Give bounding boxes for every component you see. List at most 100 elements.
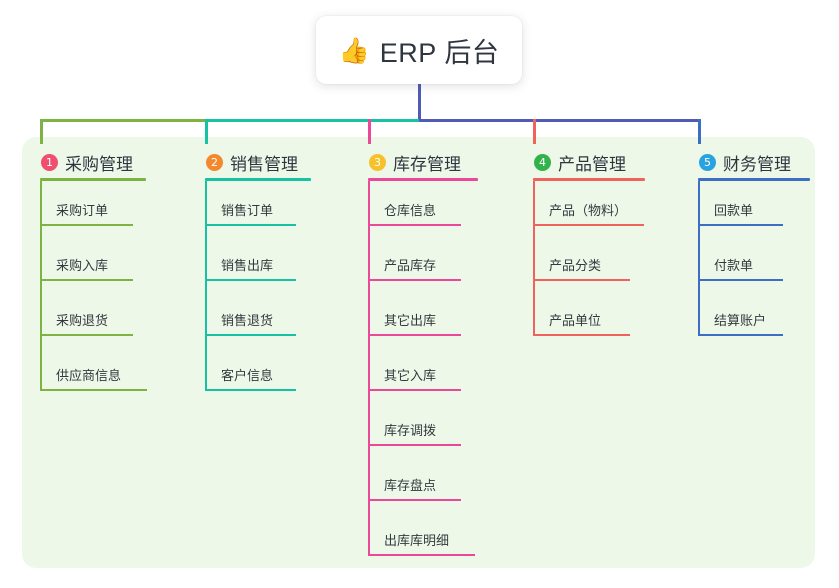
leaf-rule [40, 224, 133, 226]
leaf-item[interactable]: 采购退货 [40, 310, 133, 336]
branch-header-3[interactable]: 3 库存管理 [369, 150, 461, 175]
branch-drop-line-2 [205, 119, 208, 144]
leaf-rule [533, 279, 630, 281]
leaf-item[interactable]: 库存盘点 [368, 475, 461, 501]
leaf-rule [40, 279, 133, 281]
branch-header-rule-1 [40, 178, 146, 181]
branch-header-2[interactable]: 2 销售管理 [206, 150, 298, 175]
branch-drop-line-3 [368, 119, 371, 144]
branch-header-rule-5 [698, 178, 810, 181]
leaf-item[interactable]: 仓库信息 [368, 200, 461, 226]
branch-title-1: 采购管理 [65, 155, 133, 174]
leaf-rule [368, 499, 461, 501]
leaf-label: 仓库信息 [384, 203, 437, 218]
leaf-item[interactable]: 销售出库 [205, 255, 296, 281]
leaf-label: 回款单 [714, 203, 754, 218]
root-title: ERP 后台 [379, 37, 500, 68]
branch-header-1[interactable]: 1 采购管理 [41, 150, 133, 175]
leaf-item[interactable]: 其它入库 [368, 365, 461, 391]
leaf-rule [40, 389, 147, 391]
leaf-rule [698, 224, 783, 226]
leaf-item[interactable]: 回款单 [698, 200, 783, 226]
leaf-item[interactable]: 产品库存 [368, 255, 461, 281]
leaf-item[interactable]: 采购订单 [40, 200, 133, 226]
branch-header-rule-2 [205, 178, 311, 181]
leaf-label: 库存盘点 [384, 478, 437, 493]
leaf-item[interactable]: 库存调拨 [368, 420, 461, 446]
leaf-rule [368, 334, 461, 336]
branch-badge-4: 4 [534, 154, 551, 171]
leaf-rule [368, 389, 461, 391]
thumbs-up-icon: 👍 [338, 35, 370, 65]
leaf-item[interactable]: 出库库明细 [368, 530, 475, 556]
leaf-label: 产品库存 [384, 258, 437, 273]
leaf-item[interactable]: 产品分类 [533, 255, 630, 281]
leaf-label: 销售订单 [221, 203, 274, 218]
leaf-label: 供应商信息 [56, 368, 122, 383]
branch-spine-5 [698, 181, 700, 336]
leaf-rule [368, 224, 461, 226]
leaf-rule [368, 444, 461, 446]
branch-title-4: 产品管理 [558, 155, 626, 174]
leaf-item[interactable]: 销售订单 [205, 200, 296, 226]
branch-header-rule-4 [533, 178, 645, 181]
leaf-item[interactable]: 其它出库 [368, 310, 461, 336]
branch-header-rule-3 [368, 178, 478, 181]
leaf-item[interactable]: 产品（物料） [533, 200, 644, 226]
leaf-item[interactable]: 客户信息 [205, 365, 296, 391]
leaf-label: 其它出库 [384, 313, 437, 328]
leaf-label: 库存调拨 [384, 423, 437, 438]
branch-drop-line-5 [698, 119, 701, 144]
leaf-label: 客户信息 [221, 368, 274, 383]
leaf-rule [205, 334, 296, 336]
branch-title-5: 财务管理 [723, 155, 791, 174]
leaf-item[interactable]: 采购入库 [40, 255, 133, 281]
leaf-rule [40, 334, 133, 336]
branch-title-2: 销售管理 [230, 155, 298, 174]
leaf-label: 产品单位 [549, 313, 602, 328]
branch-badge-2: 2 [206, 154, 223, 171]
branch-header-4[interactable]: 4 产品管理 [534, 150, 626, 175]
leaf-rule [698, 279, 783, 281]
leaf-label: 采购订单 [56, 203, 109, 218]
leaf-item[interactable]: 产品单位 [533, 310, 630, 336]
leaf-rule [533, 334, 630, 336]
leaf-item[interactable]: 销售退货 [205, 310, 296, 336]
leaf-label: 销售出库 [221, 258, 274, 273]
leaf-rule [368, 279, 461, 281]
leaf-label: 结算账户 [714, 313, 767, 328]
branch-header-5[interactable]: 5 财务管理 [699, 150, 791, 175]
branch-badge-3: 3 [369, 154, 386, 171]
leaf-label: 采购退货 [56, 313, 109, 328]
branch-badge-1: 1 [41, 154, 58, 171]
diagram-panel [22, 137, 815, 568]
leaf-rule [368, 554, 475, 556]
leaf-rule [205, 389, 296, 391]
bus-segment-right [419, 119, 701, 122]
root-node[interactable]: 👍 ERP 后台 [316, 16, 522, 84]
leaf-label: 采购入库 [56, 258, 109, 273]
branch-spine-2 [205, 181, 207, 391]
branch-drop-line-4 [533, 119, 536, 144]
root-stem-line [418, 84, 421, 122]
leaf-item[interactable]: 供应商信息 [40, 365, 147, 391]
leaf-label: 其它入库 [384, 368, 437, 383]
leaf-rule [205, 224, 296, 226]
leaf-label: 产品分类 [549, 258, 602, 273]
branch-badge-5: 5 [699, 154, 716, 171]
branch-drop-line-1 [40, 119, 43, 144]
leaf-label: 出库库明细 [384, 533, 450, 548]
leaf-item[interactable]: 付款单 [698, 255, 783, 281]
branch-title-3: 库存管理 [393, 155, 461, 174]
bus-segment-left [40, 119, 207, 122]
leaf-label: 产品（物料） [549, 203, 628, 218]
branch-spine-4 [533, 181, 535, 336]
bus-segment-mid [205, 119, 421, 122]
leaf-item[interactable]: 结算账户 [698, 310, 783, 336]
